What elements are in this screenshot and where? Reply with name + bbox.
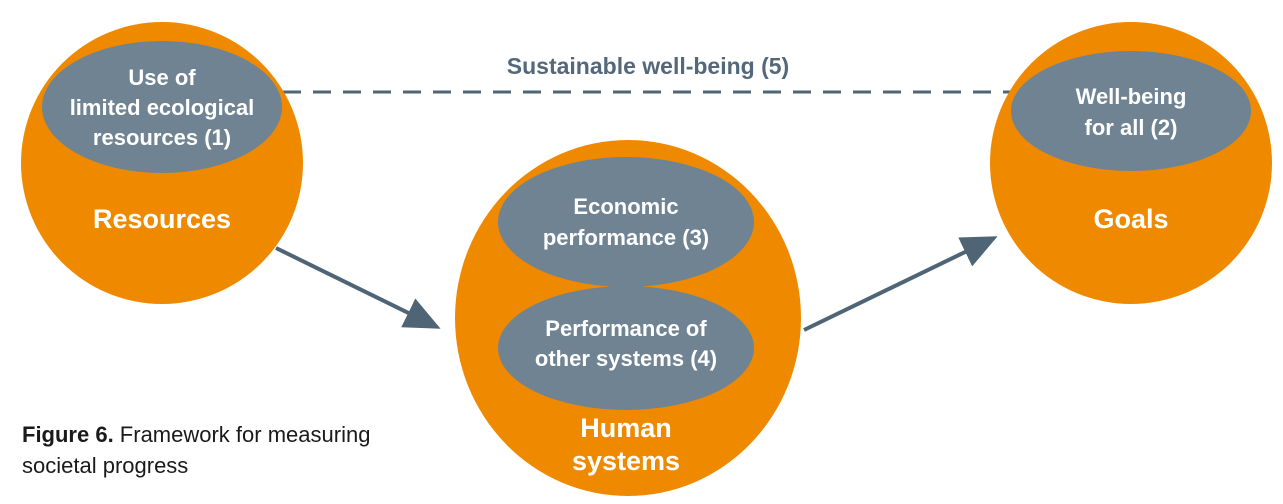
arrow-resources-to-human-systems: [275, 246, 441, 329]
resources-node: Use of limited ecological resources (1) …: [21, 22, 303, 304]
goals-inner-line-2: for all (2): [1085, 115, 1178, 140]
resources-inner-line-3: resources (1): [93, 125, 231, 150]
goals-title: Goals: [1093, 204, 1168, 234]
figure-caption: Figure 6. Framework for measuring societ…: [22, 419, 382, 481]
resources-inner-ellipse: [42, 41, 282, 173]
other-systems-line-2: other systems (4): [535, 346, 717, 371]
sustainable-wellbeing-label: Sustainable well-being (5): [507, 53, 789, 79]
economic-performance-line-1: Economic: [573, 194, 678, 219]
human-systems-title-line-1: Human: [580, 413, 672, 443]
economic-performance-line-2: performance (3): [543, 225, 709, 250]
figure-caption-text: Framework for measuring societal progres…: [22, 422, 371, 478]
human-systems-node: Economic performance (3) Performance of …: [455, 140, 801, 496]
resources-title: Resources: [93, 204, 231, 234]
figure-caption-number: Figure 6.: [22, 422, 114, 447]
resources-inner-line-2: limited ecological: [70, 95, 255, 120]
goals-inner-line-1: Well-being: [1076, 84, 1187, 109]
human-systems-title-line-2: systems: [572, 446, 680, 476]
other-systems-line-1: Performance of: [545, 316, 707, 341]
goals-node: Well-being for all (2) Goals: [990, 22, 1272, 304]
arrow-human-systems-to-goals: [803, 236, 998, 332]
resources-inner-line-1: Use of: [128, 65, 196, 90]
other-systems-ellipse: [498, 286, 754, 410]
goals-inner-ellipse: [1011, 51, 1251, 171]
economic-performance-ellipse: [498, 157, 754, 287]
